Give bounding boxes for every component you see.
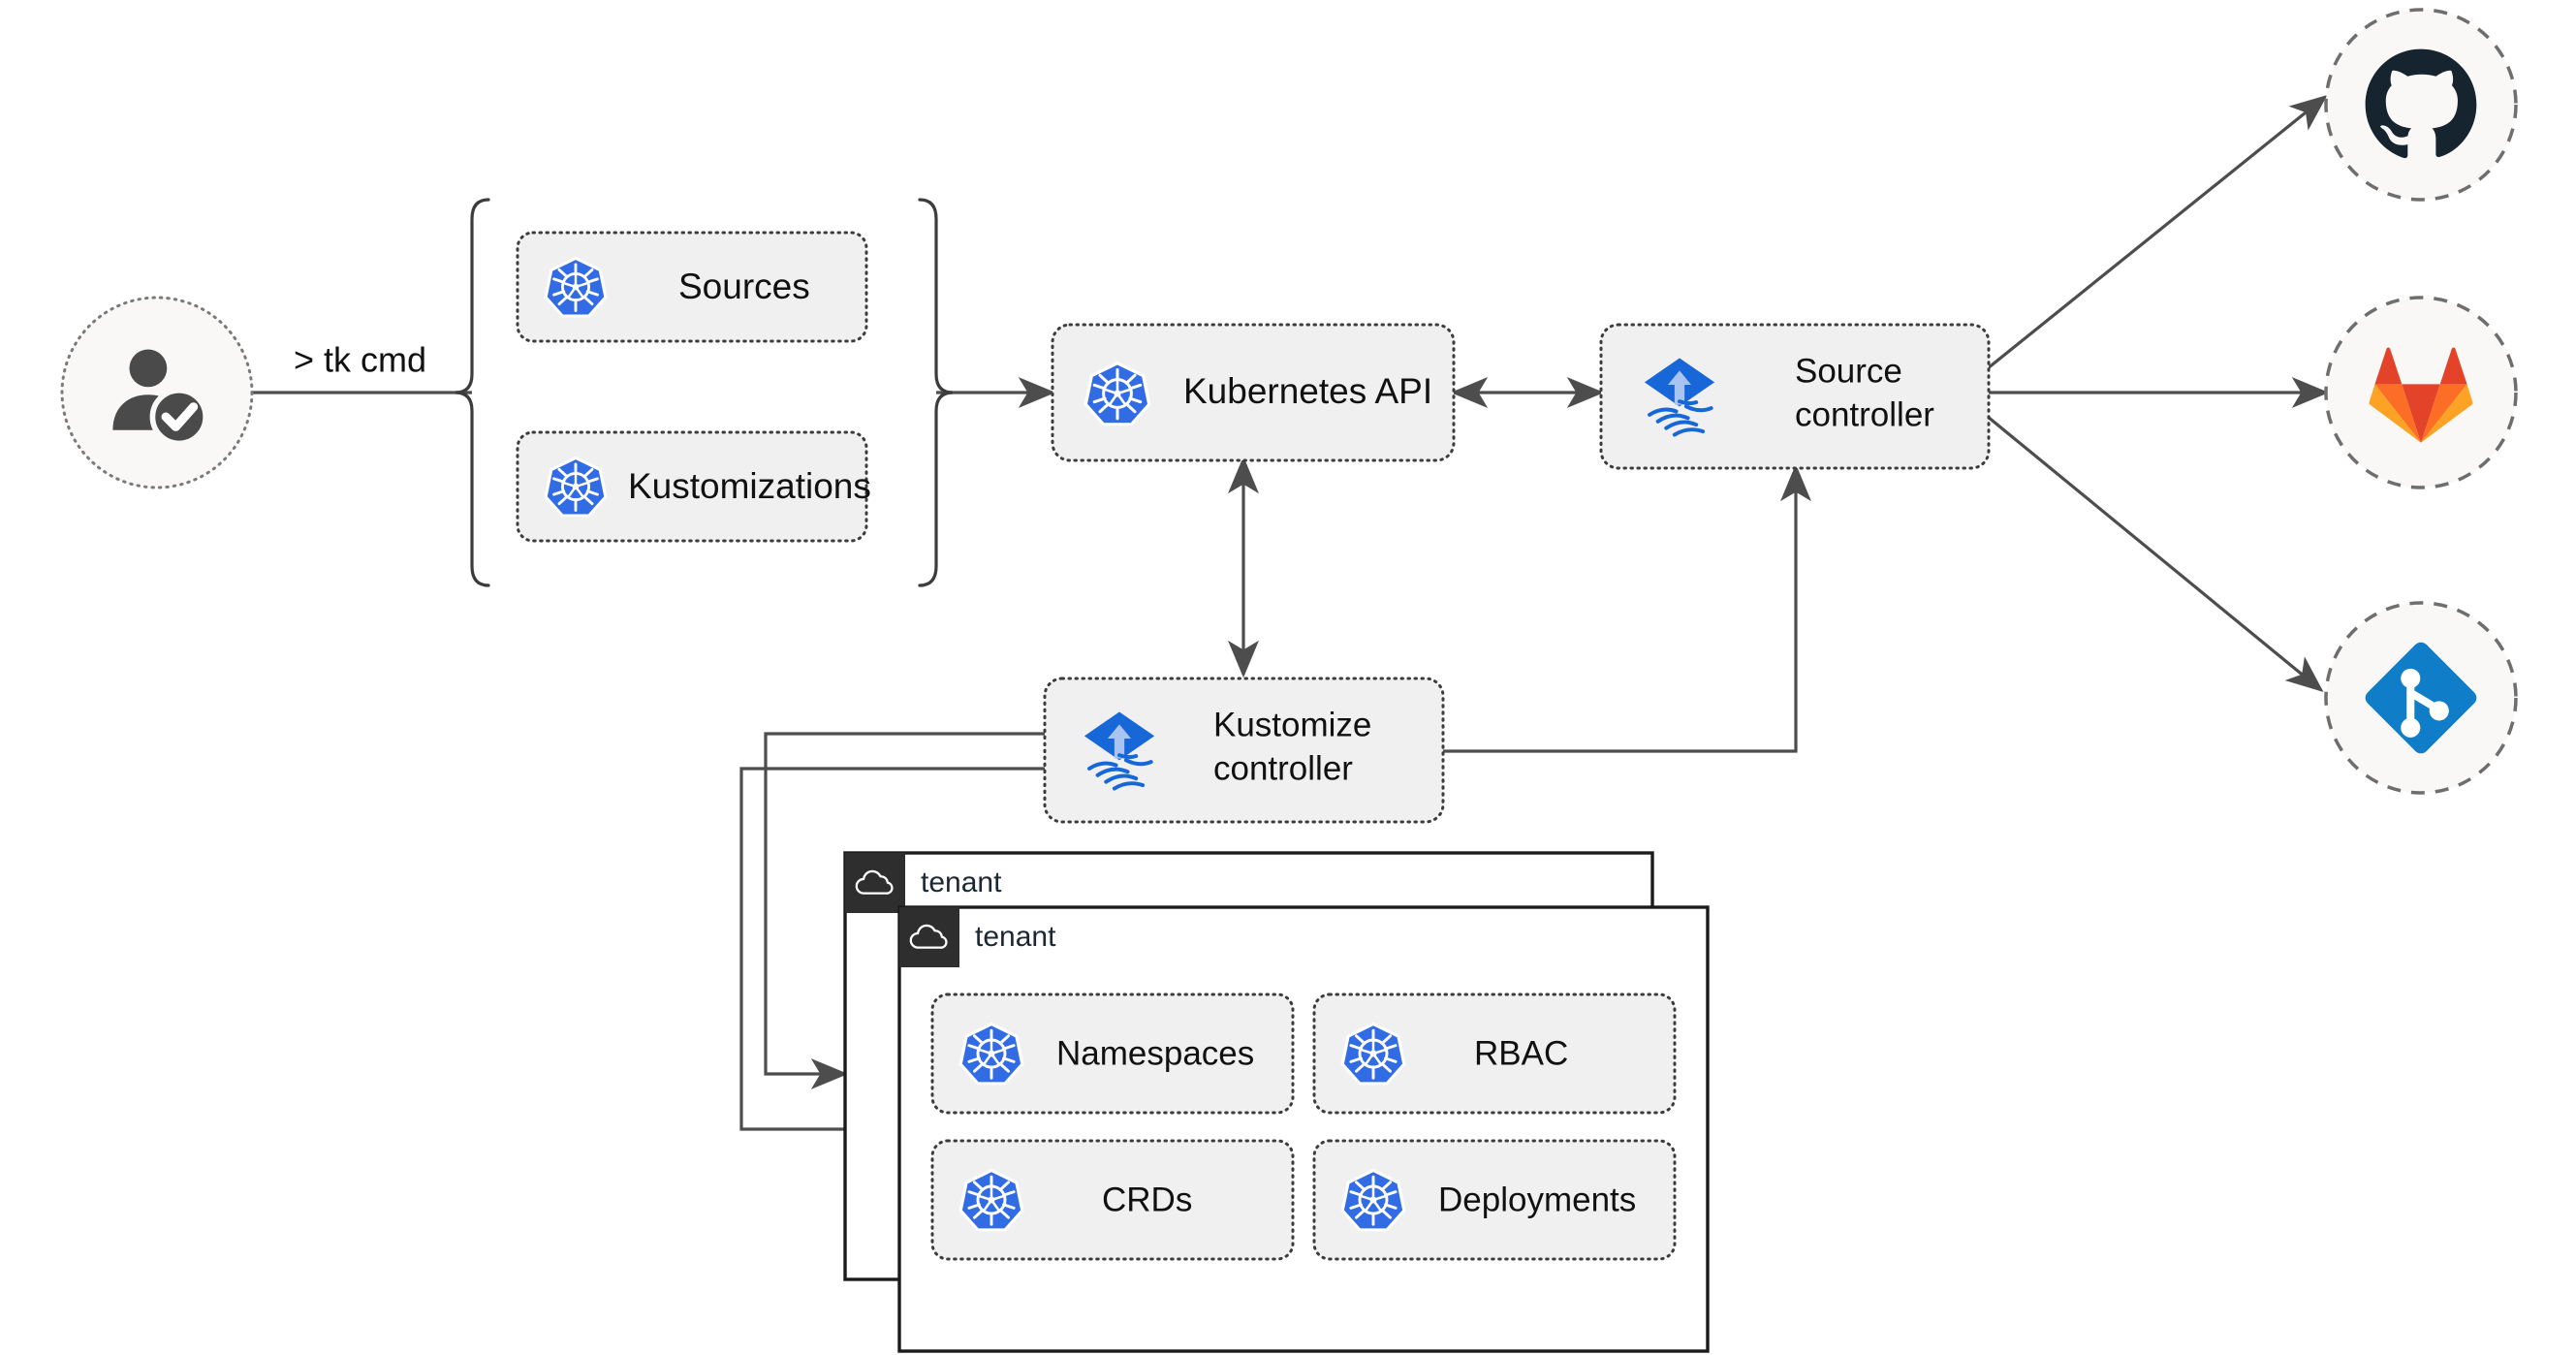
tenant-label: tenant — [975, 921, 1056, 953]
tenant-tab-back — [845, 853, 905, 913]
tenant-resource-deployments[interactable]: Deployments — [1312, 1139, 1677, 1261]
provider-github[interactable] — [2324, 8, 2518, 202]
node-label-line1: Kustomize — [1213, 706, 1371, 743]
tenant-resource-crds[interactable]: CRDs — [930, 1139, 1295, 1261]
command-label: > tk cmd — [294, 340, 426, 380]
connector-source-to-github — [1986, 94, 2328, 370]
node-kustomize-controller[interactable]: Kustomize controller — [1043, 677, 1445, 824]
tenant-resource-label: Deployments — [1438, 1181, 1636, 1218]
node-source-controller[interactable]: Source controller — [1599, 323, 1991, 470]
resource-label: Kustomizations — [628, 466, 871, 506]
node-label-line2: controller — [1213, 749, 1353, 787]
node-kubernetes-api[interactable]: Kubernetes API — [1051, 323, 1456, 462]
tenant-tab-front — [899, 907, 959, 967]
tenant-resource-label: CRDs — [1102, 1181, 1192, 1218]
connector-kustomize-to-tenant-back — [764, 732, 1045, 1089]
brace-left — [455, 198, 490, 587]
tenant-resource-label: RBAC — [1474, 1034, 1568, 1072]
connector-source-to-git — [1986, 415, 2324, 693]
node-label-line2: controller — [1795, 395, 1934, 433]
tenant-resource-namespaces[interactable]: Namespaces — [930, 993, 1295, 1115]
tenant-label: tenant — [921, 867, 1002, 898]
connector-kustomize-to-tenant-front — [739, 767, 1045, 1145]
tenant-resource-label: Namespaces — [1056, 1034, 1254, 1072]
resource-item-sources[interactable]: Sources — [516, 231, 868, 343]
resource-item-kustomizations[interactable]: Kustomizations — [516, 430, 871, 543]
brace-right — [918, 198, 954, 587]
resource-label: Sources — [678, 267, 810, 306]
actor-circle — [60, 296, 254, 489]
node-label: Kubernetes API — [1183, 371, 1432, 411]
connector-kustomize-to-source-controller — [1443, 463, 1811, 753]
tenant-window-front[interactable]: tenant Namespaces RBAC CRDs Deployme — [897, 905, 1710, 1353]
tenant-resource-rbac[interactable]: RBAC — [1312, 993, 1677, 1115]
provider-gitlab[interactable] — [2324, 296, 2518, 489]
node-label-line1: Source — [1795, 352, 1902, 390]
provider-git[interactable] — [2324, 601, 2518, 795]
